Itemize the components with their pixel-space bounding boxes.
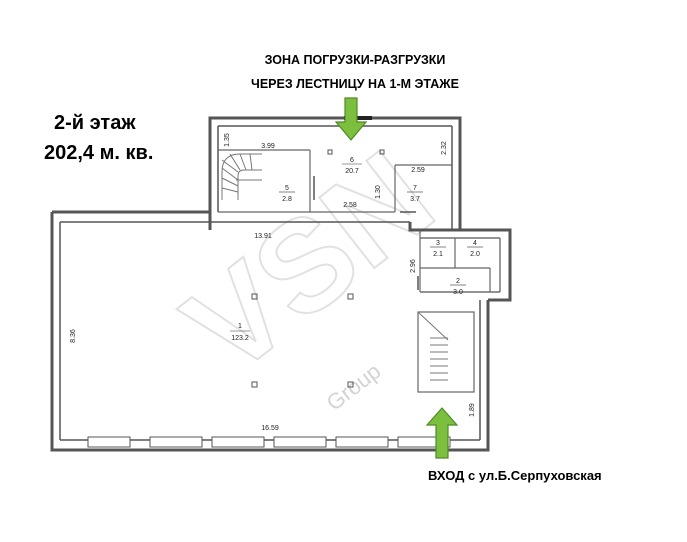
dimension-label: 2.59 [411, 167, 425, 174]
floor-name: 2-й этаж [54, 112, 136, 134]
dimension-labels: 1.35 3.99 2.32 2.59 1.30 2.58 13.91 2.96… [70, 133, 476, 432]
room-labels: 1 123.2 2 3.0 3 2.1 4 2.0 5 2.8 6 20.7 7… [230, 157, 483, 342]
dimension-label: 3.99 [261, 143, 275, 150]
floor-area: 202,4 м. кв. [44, 142, 154, 164]
loading-zone-line-2: ЧЕРЕЗ ЛЕСТНИЦУ НА 1-М ЭТАЖЕ [251, 77, 459, 91]
dimension-label: 16.59 [261, 425, 279, 432]
room-4-area: 2.0 [470, 251, 480, 258]
room-1-number: 1 [238, 323, 242, 330]
room-7-area: 3.7 [410, 196, 420, 203]
staircase-bottom [417, 311, 449, 381]
windows [87, 436, 451, 448]
room-2-area: 3.0 [453, 289, 463, 296]
dimension-label: 1.35 [224, 133, 231, 147]
room-3-area: 2.1 [433, 251, 443, 258]
dimension-label: 8.36 [70, 329, 77, 343]
dimension-label: 13.91 [254, 233, 272, 240]
loading-zone-note: ЗОНА ПОГРУЗКИ-РАЗГРУЗКИ ЧЕРЕЗ ЛЕСТНИЦУ Н… [200, 48, 510, 96]
room-3-number: 3 [436, 240, 440, 247]
loading-arrow-icon [334, 97, 368, 141]
dimension-label: 2.96 [410, 259, 417, 273]
room-6-area: 20.7 [345, 168, 359, 175]
watermark-sub: Group [322, 358, 386, 415]
dimension-label: 2.58 [343, 202, 357, 209]
dimension-label: 1.30 [375, 185, 382, 199]
room-2-number: 2 [456, 278, 460, 285]
staircase-top [221, 153, 262, 200]
room-5-number: 5 [285, 185, 289, 192]
loading-zone-line-1: ЗОНА ПОГРУЗКИ-РАЗГРУЗКИ [264, 53, 446, 67]
room-1-area: 123.2 [231, 335, 249, 342]
dimension-label: 2.32 [441, 141, 448, 155]
room-6-number: 6 [350, 157, 354, 164]
columns [251, 149, 385, 388]
room-4-number: 4 [473, 240, 477, 247]
dimension-label: 1.89 [469, 403, 476, 417]
room-5-area: 2.8 [282, 196, 292, 203]
entrance-note: ВХОД с ул.Б.Серпуховская [428, 468, 602, 483]
entrance-arrow-icon [425, 407, 459, 459]
partitions [218, 149, 491, 393]
room-7-number: 7 [413, 185, 417, 192]
